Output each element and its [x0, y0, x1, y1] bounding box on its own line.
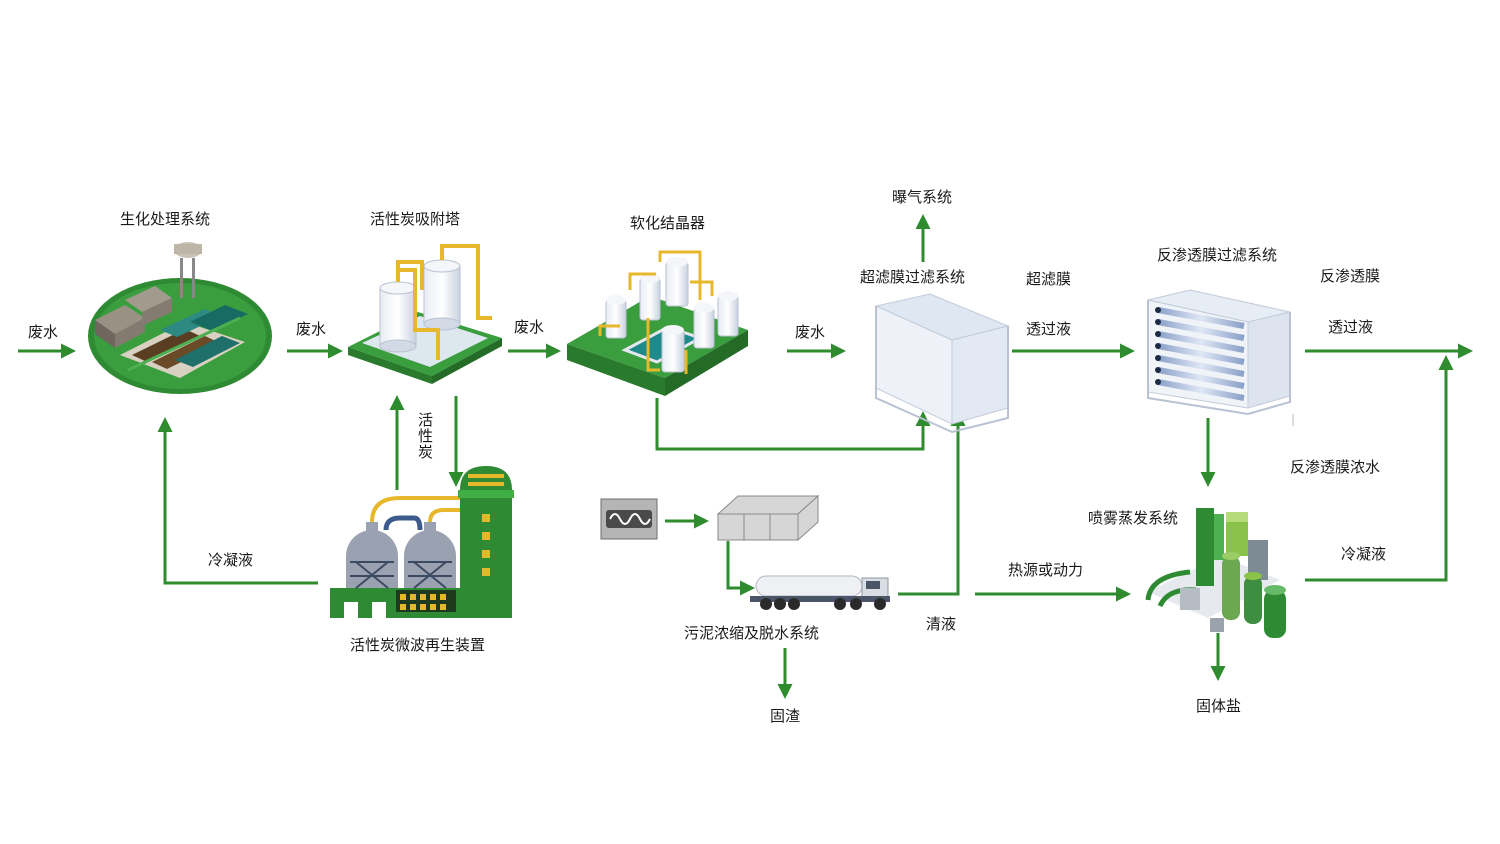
ro-illustration: [1147, 289, 1291, 416]
uf-permeate-label: 透过液: [1026, 320, 1072, 338]
wastewater-1-label: 废水: [296, 320, 327, 338]
regeneration-illustration: [330, 466, 514, 618]
wastewater-2-label: 废水: [514, 318, 545, 336]
flow-lines: [18, 214, 1473, 699]
softening-illustration: [567, 250, 748, 396]
softening-label: 软化结晶器: [630, 214, 706, 232]
spray-evap-label: 喷雾蒸发系统: [1088, 509, 1179, 527]
clear-liquid-label: 清液: [926, 615, 957, 633]
ro-permeate-label: 透过液: [1328, 318, 1374, 336]
arrow-softening-bypass: [655, 398, 931, 451]
condensate-left-label: 冷凝液: [208, 551, 254, 569]
uf-membrane-label: 超滤膜: [1026, 270, 1072, 288]
ultrafiltration-label: 超滤膜过滤系统: [860, 268, 966, 286]
biological-treatment-label: 生化处理系统: [120, 210, 211, 228]
carbon-tower-label: 活性炭吸附塔: [370, 210, 461, 228]
arrow-condensate-left: [157, 417, 318, 585]
heat-power-label: 热源或动力: [1008, 561, 1084, 579]
ro-membrane-label: 反渗透膜: [1320, 267, 1381, 285]
regeneration-label: 活性炭微波再生装置: [350, 636, 486, 654]
wastewater-in-label: 废水: [28, 323, 59, 341]
carbon-tower-illustration: [348, 244, 502, 384]
ro-concentrate-label: 反渗透膜浓水: [1290, 458, 1381, 476]
biological-treatment-illustration: [88, 242, 272, 394]
arrow-condensate-right: [1305, 355, 1454, 582]
spray-evap-illustration: [1145, 508, 1286, 638]
aeration-label: 曝气系统: [892, 188, 953, 206]
activated-carbon-label: 活性炭: [416, 412, 434, 460]
ultrafiltration-illustration: [874, 293, 1010, 434]
condensate-right-label: 冷凝液: [1341, 545, 1387, 563]
arrow-tank-to-truck: [726, 541, 755, 596]
wastewater-3-label: 废水: [795, 323, 826, 341]
solid-residue-label: 固渣: [770, 707, 801, 725]
arrow-clear-liquid: [898, 411, 966, 596]
ro-system-label: 反渗透膜过滤系统: [1157, 246, 1278, 264]
sludge-label: 污泥浓缩及脱水系统: [684, 624, 820, 642]
solid-salt-label: 固体盐: [1196, 697, 1242, 715]
sludge-illustration: [600, 494, 890, 610]
